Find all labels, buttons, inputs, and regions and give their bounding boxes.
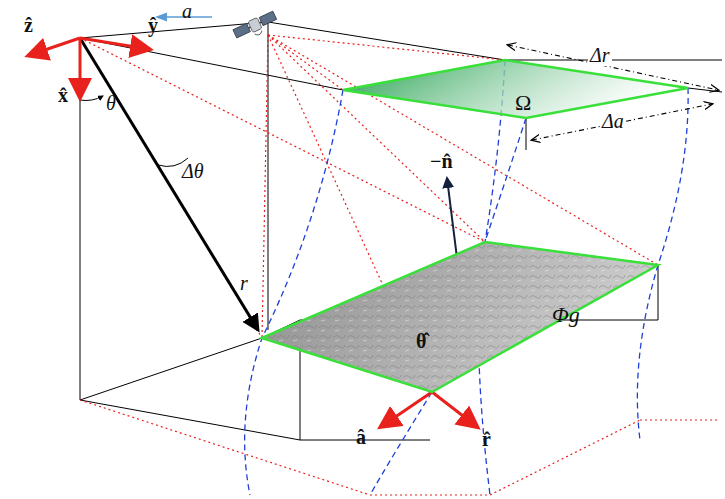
angle-label: Δθ	[180, 160, 206, 182]
region-symbol: Ω	[515, 90, 531, 116]
unit-vector-label: â	[354, 426, 368, 448]
dimension-label: Δr	[588, 44, 612, 66]
region-outline	[262, 242, 658, 392]
axis-label: ŷ	[146, 14, 160, 36]
dimension-label: Δa	[600, 110, 626, 132]
range-label: r	[238, 272, 250, 294]
normal-label: −n̂	[428, 150, 455, 172]
unit-vector-label: θ̂	[414, 330, 428, 352]
unit-vector-label: r̂	[480, 428, 493, 450]
radar-cell-region: Ω	[343, 60, 688, 122]
surface-symbol: Φg	[552, 302, 580, 328]
angle-label: θ	[104, 92, 118, 114]
axis-label: x̂	[56, 84, 70, 106]
axis-label: ẑ	[22, 14, 35, 36]
ground-surface-patch: Φg	[262, 242, 658, 392]
azimuth-label: a	[180, 0, 194, 22]
